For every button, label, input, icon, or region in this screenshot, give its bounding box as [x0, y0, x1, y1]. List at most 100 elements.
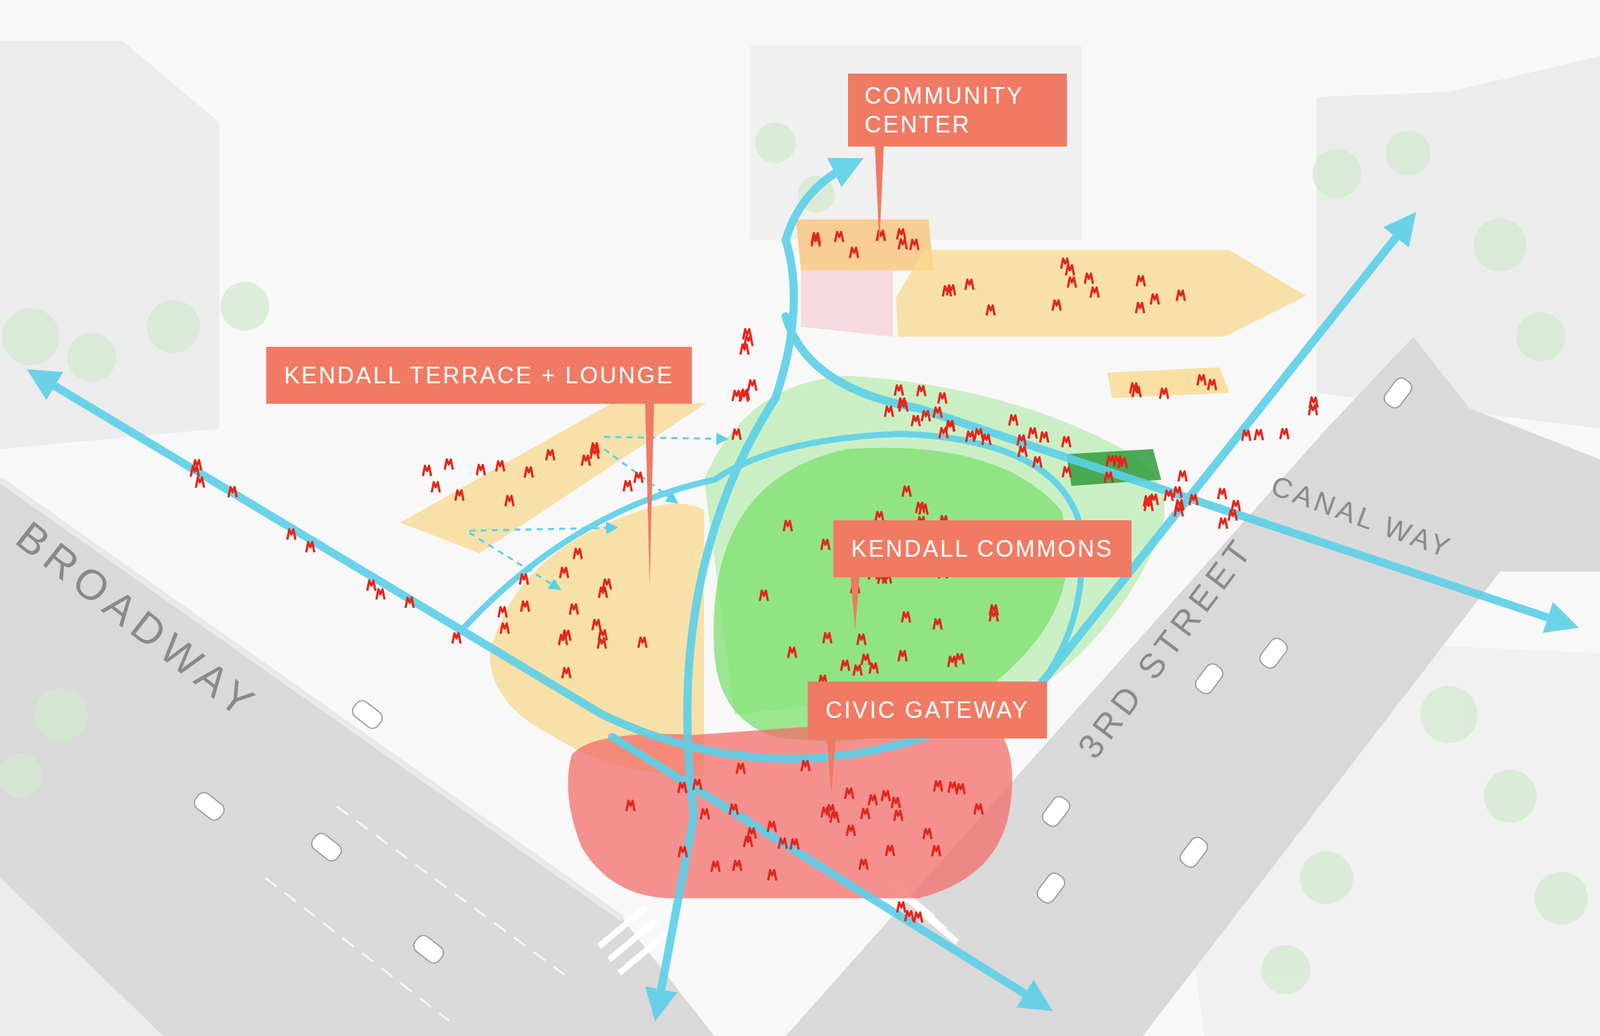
person-figure	[885, 846, 895, 857]
person-figure	[868, 795, 877, 806]
person-figure	[545, 449, 555, 461]
person-figure	[1189, 494, 1198, 505]
cars	[191, 375, 1415, 966]
person-figure	[861, 654, 870, 665]
person-figure	[897, 229, 906, 240]
person-figure	[894, 810, 903, 822]
person-figure	[741, 389, 750, 400]
person-figure	[1173, 487, 1183, 498]
person-figure	[931, 846, 941, 857]
person-figure	[857, 634, 866, 646]
person-figure	[476, 465, 486, 476]
person-figure	[917, 385, 926, 397]
callout-box: CIVIC GATEWAY	[807, 681, 1048, 739]
person-figure	[1197, 375, 1206, 386]
community-zone	[796, 219, 934, 271]
person-figure	[693, 779, 702, 790]
person-figure	[500, 623, 509, 634]
person-figure	[736, 764, 745, 775]
view-lines	[469, 437, 722, 587]
person-figure	[1052, 300, 1062, 311]
person-figure	[581, 455, 591, 466]
person-figure	[869, 663, 879, 674]
person-figure	[562, 668, 571, 679]
person-figure	[945, 421, 955, 432]
person-figure	[1062, 437, 1071, 448]
person-figure	[569, 604, 578, 615]
callout-pointer	[850, 576, 860, 631]
person-figure	[956, 784, 966, 795]
commons-lawn	[713, 448, 1068, 742]
lane-line	[336, 806, 572, 980]
callout-text: COMMUNITY CENTER	[864, 81, 1051, 139]
person-figure	[840, 660, 850, 671]
person-figure	[897, 902, 906, 913]
callout-box: KENDALL COMMONS	[833, 520, 1132, 578]
person-figure	[1090, 287, 1099, 298]
person-figure	[1309, 397, 1318, 408]
person-figure	[901, 612, 911, 623]
person-figure	[432, 482, 441, 493]
person-figure	[376, 589, 385, 600]
callout-box: COMMUNITY CENTER	[848, 73, 1067, 147]
person-figure	[562, 631, 571, 642]
callout-text: CIVIC GATEWAY	[825, 695, 1030, 725]
person-figure	[732, 429, 742, 440]
person-figure	[602, 579, 612, 590]
person-figure	[505, 496, 514, 507]
person-figure	[1028, 428, 1037, 439]
person-figure	[678, 782, 687, 793]
person-figure	[1136, 302, 1145, 313]
zones	[400, 219, 1307, 899]
person-figure	[700, 809, 710, 820]
person-figure	[626, 800, 635, 811]
person-figure	[1084, 273, 1094, 285]
person-figure	[768, 821, 777, 832]
person-figure	[853, 665, 863, 676]
person-figure	[590, 443, 600, 454]
person-figure	[747, 828, 756, 840]
person-figure	[1232, 501, 1241, 512]
buildings	[0, 40, 1600, 1036]
callout-pointer	[826, 737, 836, 796]
person-figure	[519, 574, 528, 585]
person-figure	[933, 781, 943, 792]
person-figure	[498, 607, 507, 618]
person-figure	[938, 393, 947, 404]
person-figure	[634, 472, 643, 484]
person-figure	[861, 808, 870, 820]
person-figure	[638, 637, 647, 648]
person-figure	[1228, 510, 1238, 521]
circulation-arrows	[40, 165, 1564, 1006]
callout-pointer	[874, 145, 884, 246]
person-figure	[305, 542, 315, 553]
sidewalk	[0, 878, 164, 1036]
person-figure	[947, 285, 956, 296]
person-figure	[891, 798, 900, 809]
person-figure	[733, 860, 742, 872]
person-figure	[986, 305, 996, 316]
person-figure	[367, 580, 376, 591]
person-figure	[849, 247, 859, 258]
person-figure	[821, 539, 830, 550]
person-figure	[1032, 457, 1042, 468]
person-figure	[193, 460, 202, 471]
person-figure	[859, 859, 868, 870]
building	[0, 40, 220, 450]
roof-zone	[896, 250, 1307, 338]
person-figure	[881, 791, 891, 802]
person-figure	[823, 633, 832, 644]
person-figure	[1219, 518, 1228, 529]
flow-path	[657, 165, 849, 1006]
person-figure	[904, 911, 914, 922]
person-figure	[759, 590, 768, 601]
person-figure	[623, 481, 632, 492]
person-figure	[423, 465, 432, 477]
person-figure	[790, 839, 799, 850]
person-figure	[898, 650, 907, 662]
person-figure	[974, 429, 984, 440]
person-figure	[729, 804, 738, 815]
person-figure	[744, 336, 753, 347]
gateway-zone	[568, 714, 1013, 899]
